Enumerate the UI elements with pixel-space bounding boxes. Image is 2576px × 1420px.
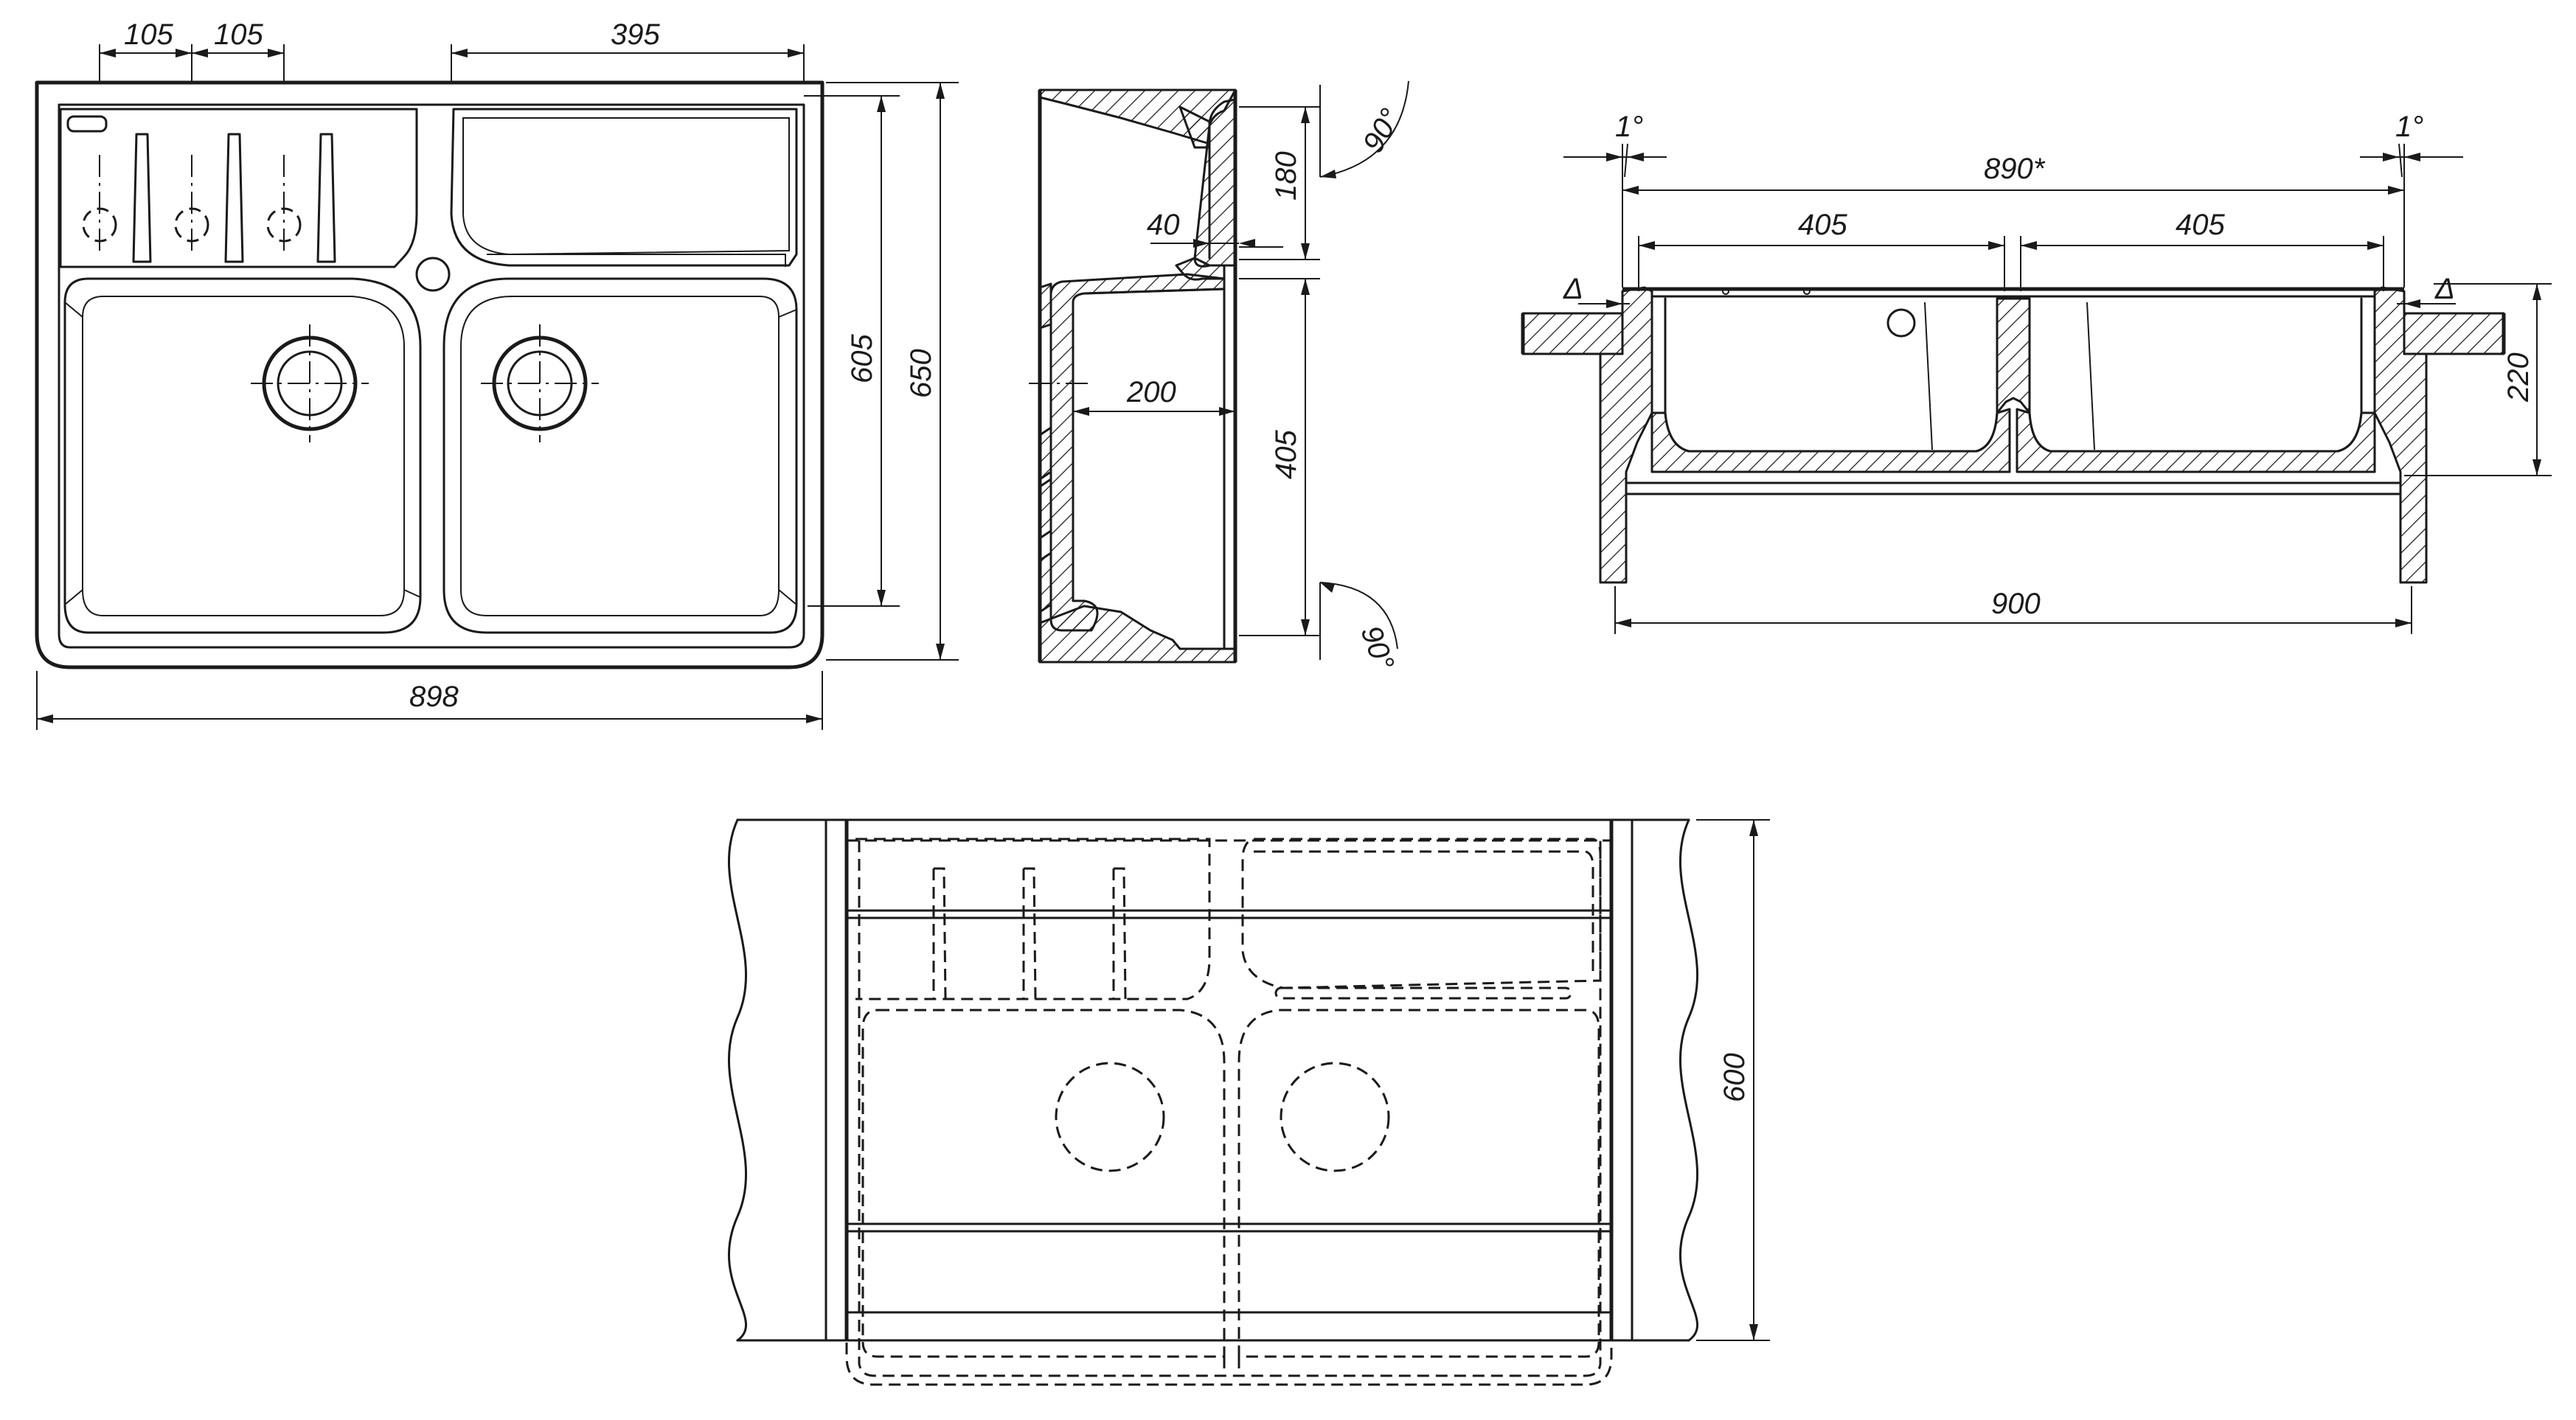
bowl-right <box>442 277 798 634</box>
cabinet-drain-right-dashed <box>1280 1062 1390 1172</box>
logo-badge <box>66 115 108 133</box>
top-view: 105 105 395 898 605 <box>35 18 959 730</box>
dim-105-left-label: 105 <box>124 18 173 51</box>
knife-slots <box>132 133 336 263</box>
sink-outline <box>35 80 824 669</box>
overflow-hole-front <box>1886 308 1916 338</box>
dim-605-label: 605 <box>846 334 878 383</box>
front-center-divider <box>1996 297 2031 414</box>
cabinet-break-right <box>1678 818 1699 1342</box>
countertop-right <box>2403 312 2505 355</box>
dim-395: 395 <box>451 18 805 81</box>
angle-90-top: 90° <box>1319 80 1409 178</box>
dim-40: 40 <box>1147 209 1283 248</box>
cabinet-view: 600 <box>727 818 1770 1386</box>
dim-650-label: 650 <box>905 349 937 398</box>
drainboard-left <box>59 108 418 268</box>
front-bowl-right <box>2028 297 2363 453</box>
delta-left: Δ <box>1523 273 1630 314</box>
dim-105-105: 105 105 <box>99 18 285 81</box>
dim-405-front-right-label: 405 <box>2176 209 2225 241</box>
sink-inner-rim <box>58 103 805 649</box>
cabinet-left-deck-dashed <box>855 838 1211 1000</box>
dim-890-label: 890* <box>1984 153 2046 185</box>
dim-405-side: 405 <box>1239 278 1320 636</box>
front-bowl-left <box>1664 297 1999 453</box>
cabinet-bowl-left-dashed <box>861 1009 1226 1358</box>
shelf-right <box>450 108 798 267</box>
cabinet-right-shelf-dashed <box>1241 838 1602 989</box>
side-top-rim <box>1038 88 1237 145</box>
delta-right: Δ <box>2397 273 2456 308</box>
angle-1-right: 1° <box>2360 111 2463 178</box>
side-bowl-profile <box>1049 273 1226 632</box>
front-section: 1° 1° 890* 405 <box>1521 111 2552 634</box>
cabinet-side-left <box>824 818 848 1342</box>
side-section: 180 40 200 405 <box>1029 80 1409 675</box>
dim-890: 890* <box>1622 153 2405 288</box>
delta-left-label: Δ <box>1563 273 1583 305</box>
side-bottom <box>1038 605 1237 664</box>
cabinet-side-right <box>1610 818 1634 1342</box>
dim-405-front-left-label: 405 <box>1798 209 1847 241</box>
cabinet-sink-dashed-outline <box>845 839 1613 1386</box>
dim-40-label: 40 <box>1147 209 1180 241</box>
dim-405-front-left: 405 <box>1638 209 2005 291</box>
delta-right-label: Δ <box>2434 273 2455 305</box>
angle-1-right-label: 1° <box>2395 111 2423 143</box>
angle-1-left: 1° <box>1563 111 1667 178</box>
dim-900-label: 900 <box>1991 588 2041 620</box>
dim-405-front-right: 405 <box>2020 209 2384 291</box>
overflow-hole <box>415 257 451 292</box>
angle-90-top-label: 90° <box>1357 103 1407 158</box>
dim-600-label: 600 <box>1718 1053 1751 1102</box>
dim-180-label: 180 <box>1270 151 1302 201</box>
cabinet-bowl-right-dashed <box>1237 1009 1600 1358</box>
dim-898: 898 <box>36 671 823 730</box>
dim-200-label: 200 <box>1126 376 1176 408</box>
dim-200: 200 <box>1073 376 1235 416</box>
dim-898-label: 898 <box>409 681 459 713</box>
cabinet-drain-left-dashed <box>1055 1062 1165 1172</box>
dim-220-label: 220 <box>2502 352 2535 403</box>
dim-605: 605 <box>804 95 900 607</box>
dim-650: 650 <box>826 82 959 661</box>
dim-405-side-label: 405 <box>1270 430 1302 479</box>
angle-90-bottom: 90° <box>1319 582 1400 675</box>
bowl-left <box>63 277 422 634</box>
cabinet-break-left <box>727 818 748 1342</box>
dim-395-label: 395 <box>611 18 660 51</box>
dim-180: 180 <box>1239 106 1320 260</box>
angle-1-left-label: 1° <box>1615 111 1643 143</box>
dim-600: 600 <box>1696 819 1770 1341</box>
dim-105-right-label: 105 <box>214 18 263 51</box>
tap-holes <box>82 155 302 254</box>
dim-220: 220 <box>2404 283 2552 476</box>
countertop-left <box>1521 312 1624 355</box>
dim-900: 900 <box>1614 586 2412 634</box>
